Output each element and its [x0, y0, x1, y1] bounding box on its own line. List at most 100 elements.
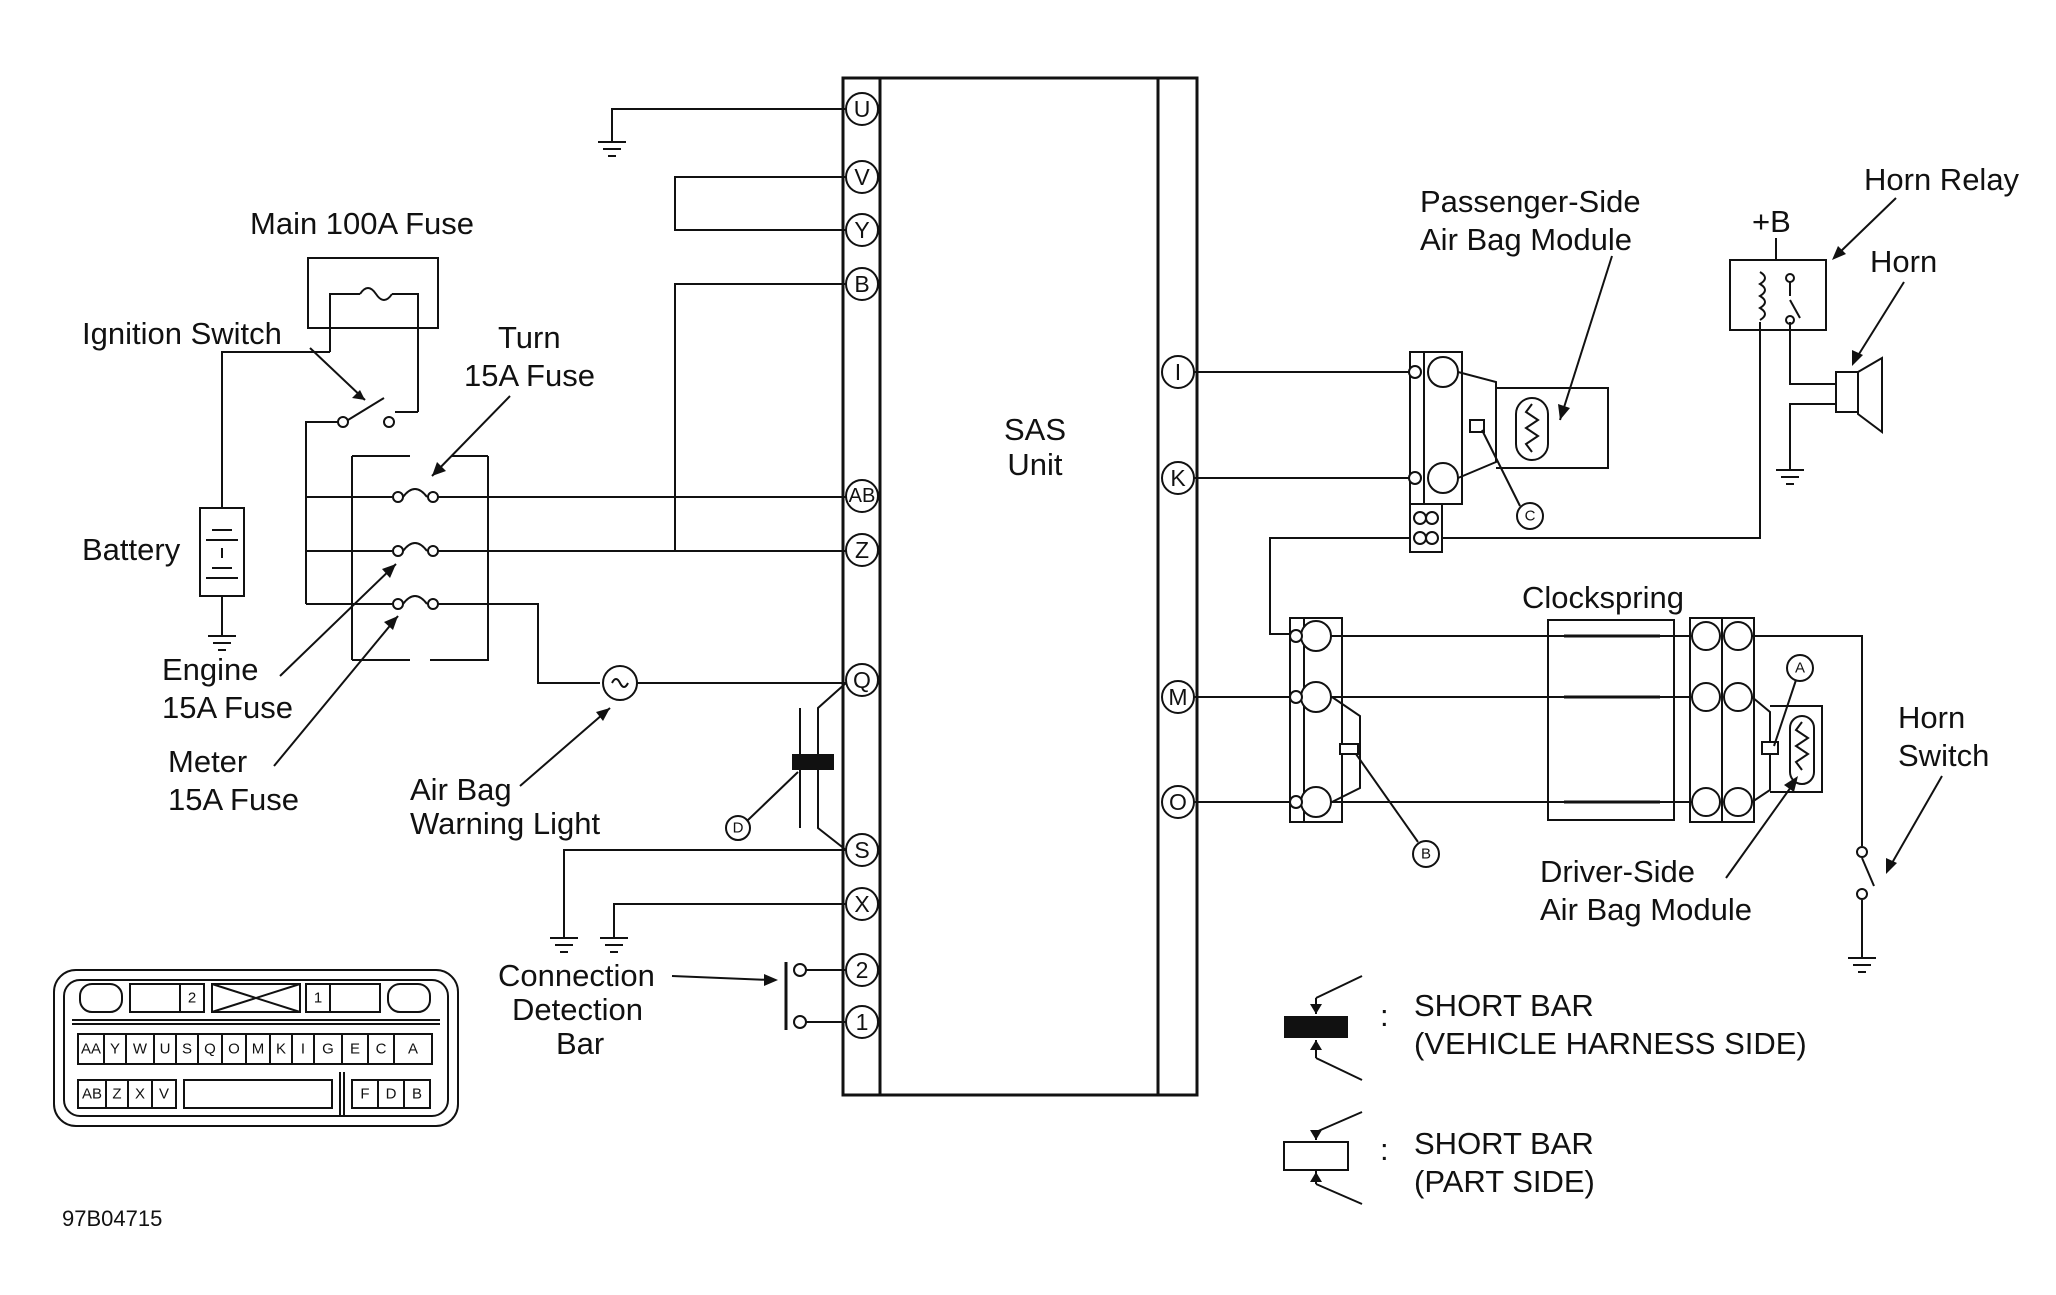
svg-text:1: 1 — [856, 1009, 869, 1035]
ground-u — [598, 108, 846, 157]
warning-light-label-2: Warning Light — [410, 806, 601, 841]
connection-detection-bar: Connection Detection Bar — [498, 958, 846, 1061]
terminal-o: O — [1161, 785, 1195, 819]
turn-fuse-label-1: Turn — [498, 320, 561, 355]
engine-fuse-arrow — [279, 563, 397, 677]
horn-label: Horn — [1870, 244, 1937, 279]
connection-bar-label-3: Bar — [556, 1026, 604, 1061]
wire-driver-connector — [1269, 537, 1410, 635]
driver-connector-vehicle-side: B — [1289, 617, 1440, 868]
face-pin-1: 1 — [314, 990, 322, 1007]
svg-text:AB: AB — [82, 1086, 102, 1103]
svg-text:U: U — [160, 1041, 171, 1058]
terminal-y: Y — [845, 213, 879, 247]
terminal-q: Q — [845, 663, 879, 697]
legend-short-bar-part: : SHORT BAR (PART SIDE) — [1283, 1111, 1595, 1205]
svg-text:A: A — [408, 1041, 418, 1058]
engine-fuse-label-1: Engine — [162, 652, 259, 687]
svg-text:W: W — [133, 1041, 148, 1058]
svg-text:I: I — [301, 1041, 305, 1058]
legend-part-label-1: SHORT BAR — [1414, 1126, 1594, 1161]
ground-s — [550, 849, 846, 953]
passenger-air-bag-module: C Passenger-Side Air Bag Module — [1408, 184, 1641, 553]
driver-air-bag-module: A Driver-Side Air Bag Module — [1540, 617, 1823, 927]
terminal-u: U — [845, 92, 879, 126]
svg-text:M: M — [1168, 684, 1187, 710]
driver-module-label-2: Air Bag Module — [1540, 892, 1752, 927]
callout-b: B — [1421, 846, 1431, 863]
left-terminal-column: U V Y B AB Z Q S X 2 1 — [845, 92, 879, 1039]
face-bottom-row: AB Z X V F D B — [77, 1072, 431, 1116]
svg-text:2: 2 — [856, 957, 869, 983]
right-terminal-column: I K M O — [1161, 355, 1195, 819]
svg-text:E: E — [350, 1041, 360, 1058]
driver-module-label-1: Driver-Side — [1540, 854, 1695, 889]
turn-fuse-arrowhead — [432, 462, 446, 476]
svg-text:S: S — [854, 837, 869, 863]
horn: Horn — [1776, 244, 1937, 485]
svg-text:V: V — [159, 1086, 169, 1103]
terminal-s: S — [845, 833, 879, 867]
ground-x — [600, 903, 846, 953]
face-middle-row: AA Y W U S Q O M K I G E C A — [77, 1033, 433, 1065]
sas-unit-label-1: SAS — [1004, 412, 1066, 447]
meter-fuse-label-1: Meter — [168, 744, 247, 779]
svg-text:K: K — [1170, 465, 1186, 491]
terminal-z: Z — [845, 533, 879, 567]
figure-code: 97B04715 — [62, 1206, 162, 1231]
legend-colon-2: : — [1380, 1132, 1389, 1167]
terminal-v: V — [845, 160, 879, 194]
air-bag-warning-light: Air Bag Warning Light — [410, 665, 846, 841]
legend-vehicle-label-1: SHORT BAR — [1414, 988, 1594, 1023]
svg-text:AA: AA — [81, 1041, 101, 1058]
b-z-wire — [674, 283, 846, 550]
legend-short-bar-vehicle: : SHORT BAR (VEHICLE HARNESS SIDE) — [1284, 975, 1807, 1081]
short-bar-d: D — [725, 682, 847, 851]
horn-switch-label-1: Horn — [1898, 700, 1965, 735]
svg-text:X: X — [854, 891, 869, 917]
svg-text:Q: Q — [204, 1041, 216, 1058]
sas-unit-label-2: Unit — [1007, 447, 1063, 482]
face-pin-2: 2 — [188, 990, 196, 1007]
svg-text:O: O — [228, 1041, 240, 1058]
horn-relay-label: Horn Relay — [1864, 162, 2020, 197]
main-100a-fuse: Main 100A Fuse — [250, 206, 474, 412]
svg-text:O: O — [1169, 789, 1187, 815]
fuse-block — [305, 455, 846, 684]
legend-vehicle-label-2: (VEHICLE HARNESS SIDE) — [1414, 1026, 1807, 1061]
ignition-switch: Ignition Switch — [82, 316, 418, 596]
svg-text:F: F — [360, 1086, 369, 1103]
svg-text:C: C — [376, 1041, 387, 1058]
svg-text:Z: Z — [112, 1086, 121, 1103]
terminal-m: M — [1161, 680, 1195, 714]
ignition-switch-label: Ignition Switch — [82, 316, 282, 351]
legend-part-label-2: (PART SIDE) — [1414, 1164, 1595, 1199]
meter-fuse-label-2: 15A Fuse — [168, 782, 299, 817]
svg-text:X: X — [135, 1086, 145, 1103]
terminal-1: 1 — [845, 1005, 879, 1039]
svg-text:V: V — [854, 164, 870, 190]
svg-text:B: B — [412, 1086, 422, 1103]
sas-connector-face: 2 1 AA Y W U S Q O M K I G E C A — [53, 969, 459, 1127]
terminal-k: K — [1161, 461, 1195, 495]
engine-fuse-arrowhead — [382, 564, 396, 578]
connection-bar-label-2: Detection — [512, 992, 643, 1027]
connection-bar-label-1: Connection — [498, 958, 655, 993]
passenger-module-label-2: Air Bag Module — [1420, 222, 1632, 257]
horn-switch-label-2: Switch — [1898, 738, 1989, 773]
warning-light-label-1: Air Bag — [410, 772, 512, 807]
clockspring: Clockspring — [1331, 580, 1706, 821]
svg-text:K: K — [276, 1041, 286, 1058]
callout-c: C — [1525, 508, 1536, 525]
wire-horn-relay — [1442, 322, 1761, 539]
svg-text:B: B — [854, 271, 869, 297]
plus-b-label: +B — [1752, 204, 1791, 239]
svg-text:M: M — [252, 1041, 265, 1058]
callout-a: A — [1795, 660, 1805, 677]
meter-fuse-arrow — [273, 615, 399, 767]
turn-fuse-label-2: 15A Fuse — [464, 358, 595, 393]
horn-switch: Horn Switch — [1752, 635, 1989, 973]
terminal-2: 2 — [845, 953, 879, 987]
meter-fuse-arrowhead — [384, 616, 398, 630]
